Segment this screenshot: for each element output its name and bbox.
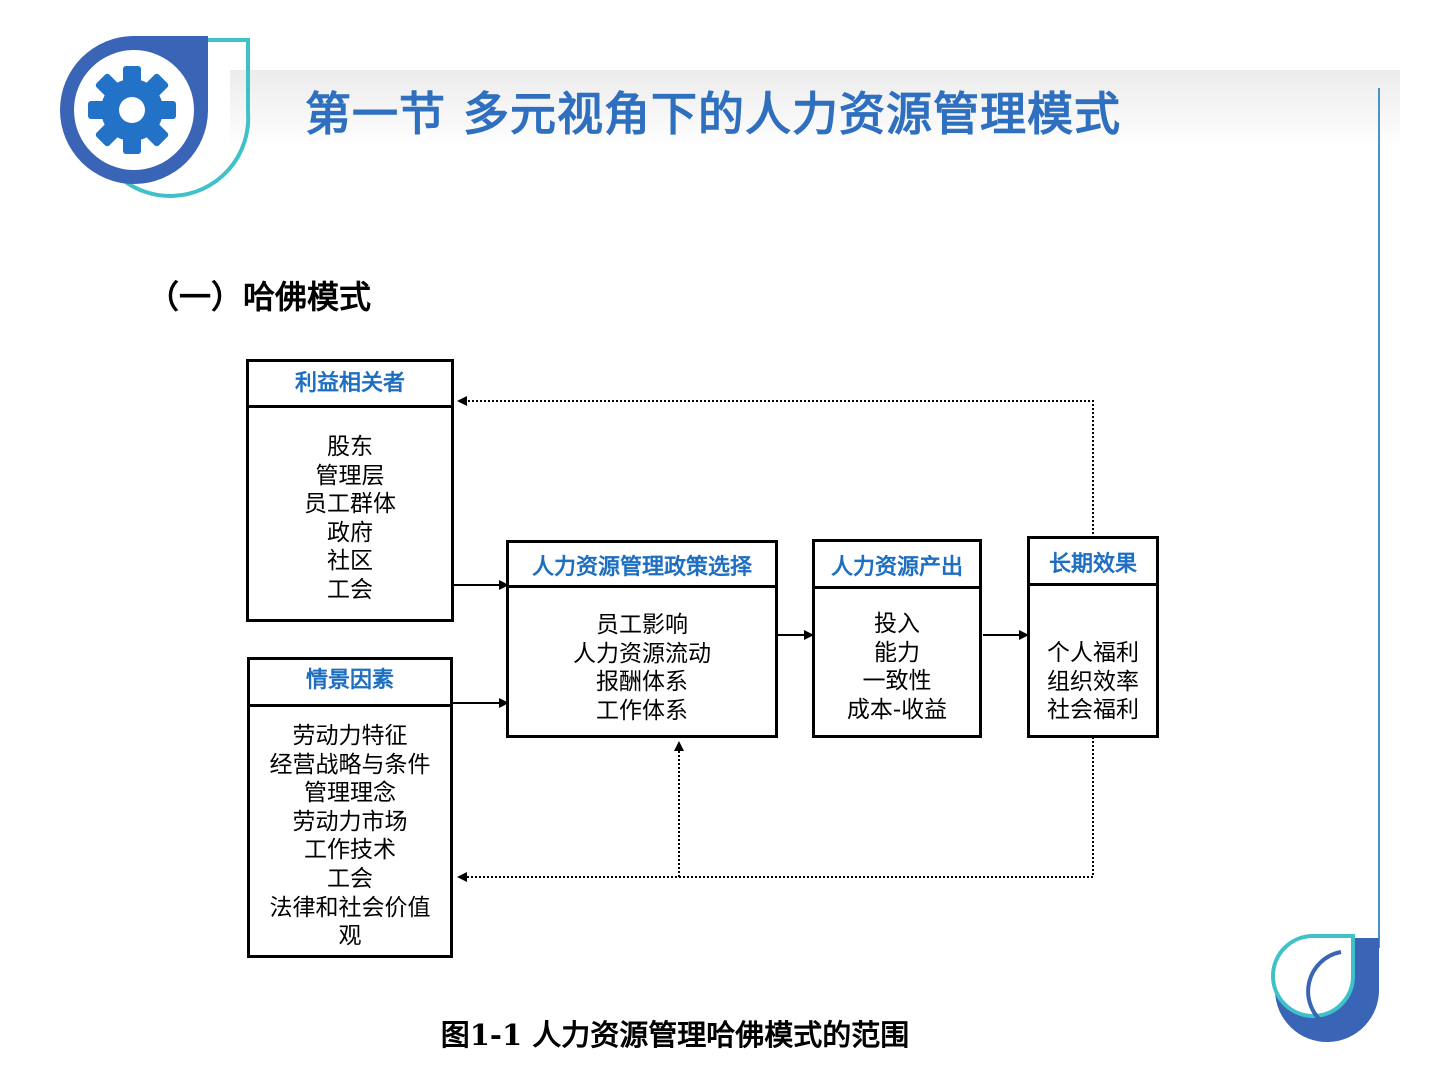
box-policy-title: 人力资源管理政策选择: [509, 543, 775, 588]
list-item: 工作技术: [304, 837, 396, 864]
box-longterm-body: 个人福利 组织效率 社会福利: [1030, 639, 1156, 725]
gear-badge: [60, 36, 251, 198]
list-item: 社区: [327, 548, 373, 575]
box-longterm-title: 长期效果: [1030, 539, 1156, 586]
list-item: 劳动力特征: [292, 723, 408, 749]
feedback-longterm-to-stakeholders: [457, 396, 1094, 538]
box-situational-title: 情景因素: [250, 660, 450, 707]
list-item: 管理层: [315, 462, 385, 489]
list-item: 经营战略与条件: [269, 751, 431, 778]
list-item: 投入: [874, 611, 920, 637]
list-item: 观: [338, 923, 362, 950]
list-item: 管理理念: [304, 780, 396, 807]
box-outcomes-body: 投入 能力 一致性 成本-收益: [815, 610, 979, 724]
box-longterm: 长期效果 个人福利 组织效率 社会福利: [1027, 536, 1159, 738]
gear-icon: [88, 66, 176, 154]
list-item: 法律和社会价值: [269, 894, 431, 921]
box-situational-body: 劳动力特征 经营战略与条件 管理理念 劳动力市场 工作技术 工会 法律和社会价值…: [250, 722, 450, 951]
box-outcomes-title: 人力资源产出: [815, 542, 979, 589]
list-item: 工作体系: [596, 697, 688, 724]
list-item: 人力资源流动: [573, 640, 711, 667]
list-item: 成本-收益: [846, 696, 948, 723]
box-stakeholders: 利益相关者 股东 管理层 员工群体 政府 社区 工会: [246, 359, 454, 622]
list-item: 能力: [874, 639, 920, 666]
right-divider: [1378, 88, 1380, 948]
figure-caption: 图1-1 人力资源管理哈佛模式的范围: [440, 1018, 910, 1052]
title-band: [230, 70, 1400, 148]
box-outcomes: 人力资源产出 投入 能力 一致性 成本-收益: [812, 539, 982, 738]
list-item: 组织效率: [1047, 668, 1139, 695]
page-title: 第一节 多元视角下的人力资源管理模式: [305, 87, 1122, 141]
list-item: 政府: [327, 519, 373, 546]
list-item: 社会福利: [1047, 697, 1139, 724]
section-title: （一）哈佛模式: [147, 278, 372, 316]
list-item: 工会: [327, 865, 373, 892]
list-item: 劳动力市场: [292, 808, 408, 835]
corner-logo: [1271, 934, 1380, 1042]
list-item: 员工群体: [304, 491, 396, 518]
box-stakeholders-title: 利益相关者: [249, 362, 451, 408]
list-item: 报酬体系: [596, 669, 688, 696]
list-item: 员工影响: [596, 612, 688, 638]
box-situational: 情景因素 劳动力特征 经营战略与条件 管理理念 劳动力市场 工作技术 工会 法律…: [247, 657, 453, 958]
box-policy-body: 员工影响 人力资源流动 报酬体系 工作体系: [509, 611, 775, 725]
feedback-longterm-to-situational: [457, 737, 1094, 882]
list-item: 工会: [327, 576, 373, 603]
box-policy: 人力资源管理政策选择 员工影响 人力资源流动 报酬体系 工作体系: [506, 540, 778, 738]
box-stakeholders-body: 股东 管理层 员工群体 政府 社区 工会: [249, 433, 451, 605]
list-item: 一致性: [862, 668, 932, 695]
list-item: 个人福利: [1047, 640, 1139, 666]
list-item: 股东: [327, 434, 373, 460]
